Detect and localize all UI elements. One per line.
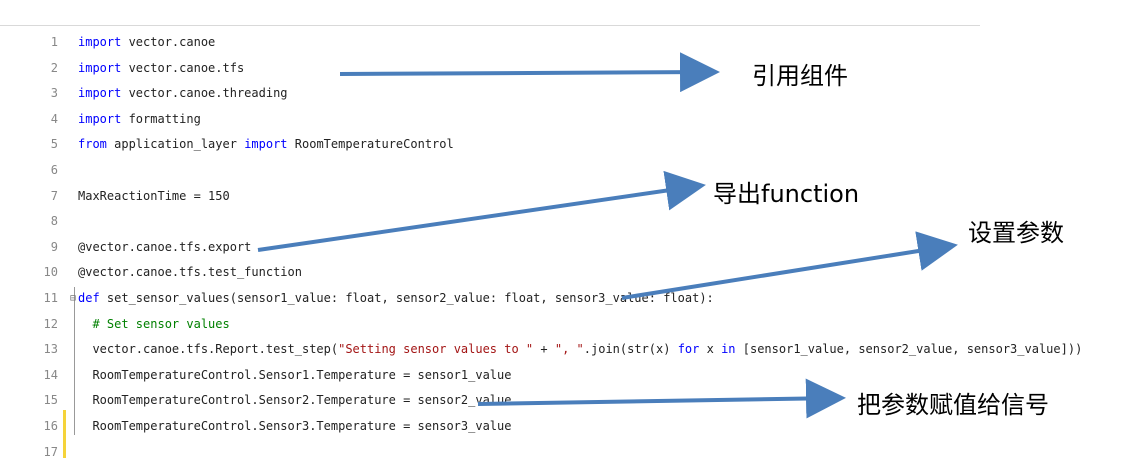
comment-token: # Set sensor values: [78, 316, 230, 331]
fold-toggle-icon[interactable]: ⊟: [70, 293, 77, 304]
line-number: 13: [43, 342, 58, 357]
code-token: vector.canoe.threading: [121, 86, 288, 101]
change-marker: [63, 410, 66, 458]
string-token: ", ": [554, 342, 584, 357]
line-number: 5: [50, 137, 58, 152]
code-line[interactable]: 14 RoomTemperatureControl.Sensor1.Temper…: [0, 363, 980, 388]
code-line[interactable]: 7 MaxReactionTime = 150: [0, 184, 980, 209]
code-token: set_sensor_values(sensor1_value: float, …: [99, 291, 714, 305]
code-line[interactable]: 10 @vector.canoe.tfs.test_function: [0, 260, 980, 285]
line-number: 10: [43, 265, 58, 280]
arrow-export: [257, 170, 706, 252]
code-line[interactable]: 1 import vector.canoe: [0, 30, 980, 55]
code-token: +: [533, 342, 555, 357]
line-code: RoomTemperatureControl.Sensor1.Temperatu…: [78, 363, 511, 388]
keyword-token: import: [78, 35, 122, 49]
line-number: 3: [50, 86, 58, 101]
keyword-token: import: [78, 60, 122, 75]
keyword-token: in: [721, 342, 736, 357]
line-number: 8: [50, 214, 58, 229]
annotation-assign: 把参数赋值给信号: [857, 391, 1049, 419]
line-number: 9: [50, 239, 58, 254]
code-token: vector.canoe.tfs.Report.test_step(: [78, 342, 339, 357]
line-code: vector.canoe.tfs.Report.test_step("Setti…: [78, 337, 1082, 362]
line-number: 2: [50, 60, 58, 75]
fold-guide-line: [74, 287, 75, 435]
code-line[interactable]: 5 from application_layer import RoomTempe…: [0, 132, 980, 157]
line-code: import vector.canoe.threading: [78, 81, 288, 106]
keyword-token: from: [78, 137, 107, 152]
code-token: MaxReactionTime = 150: [78, 188, 230, 203]
code-token: x: [699, 342, 722, 357]
line-number: 6: [50, 163, 58, 177]
code-token: formatting: [121, 111, 201, 126]
code-token: [sensor1_value, sensor2_value, sensor3_v…: [735, 342, 1083, 357]
string-token: "Setting sensor values to ": [338, 342, 534, 357]
line-code: def set_sensor_values(sensor1_value: flo…: [78, 286, 714, 311]
line-code: RoomTemperatureControl.Sensor3.Temperatu…: [78, 414, 511, 439]
code-line[interactable]: 8: [0, 209, 980, 234]
annotation-imports: 引用组件: [752, 62, 848, 90]
line-code: @vector.canoe.tfs.export: [78, 235, 251, 260]
line-code: import vector.canoe.tfs: [78, 56, 244, 81]
line-number: 11: [43, 291, 58, 305]
arrow-params: [621, 231, 958, 300]
code-token: @vector.canoe.tfs.test_function: [78, 265, 302, 280]
arrow-imports: [339, 52, 720, 93]
annotation-params: 设置参数: [968, 219, 1064, 247]
code-line[interactable]: 4 import formatting: [0, 107, 980, 132]
code-line[interactable]: 2 import vector.canoe.tfs: [0, 56, 980, 81]
code-token: application_layer: [106, 137, 245, 152]
line-code: from application_layer import RoomTemper…: [78, 132, 454, 157]
code-editor[interactable]: [0, 25, 980, 466]
keyword-token: def: [78, 291, 100, 305]
code-line[interactable]: 9 @vector.canoe.tfs.export: [0, 235, 980, 260]
line-number: 1: [50, 35, 58, 49]
code-line[interactable]: 11 ⊟def set_sensor_values(sensor1_value: …: [0, 286, 980, 311]
code-line[interactable]: 3 import vector.canoe.threading: [0, 81, 980, 106]
line-number: 16: [43, 419, 58, 433]
arrow-assign: [477, 378, 846, 419]
keyword-token: import: [78, 111, 122, 126]
line-code: import formatting: [78, 107, 201, 132]
line-number: 14: [43, 367, 58, 382]
keyword-token: import: [244, 137, 288, 152]
code-line[interactable]: 6: [0, 158, 980, 183]
code-token: vector.canoe: [121, 35, 216, 49]
line-number: 15: [43, 393, 58, 408]
keyword-token: import: [78, 86, 122, 101]
code-token: vector.canoe.tfs: [121, 60, 245, 75]
line-number: 12: [43, 316, 58, 331]
line-code: MaxReactionTime = 150: [78, 184, 230, 209]
code-line[interactable]: 12 # Set sensor values: [0, 312, 980, 337]
code-line[interactable]: 17: [0, 440, 980, 465]
code-token: @vector.canoe.tfs.export: [78, 239, 252, 254]
line-number: 17: [43, 444, 58, 459]
line-number: 4: [50, 111, 58, 126]
line-code: @vector.canoe.tfs.test_function: [78, 260, 302, 285]
code-line[interactable]: 16 RoomTemperatureControl.Sensor3.Temper…: [0, 414, 980, 439]
code-token: .join(str(x): [583, 342, 678, 357]
code-token: RoomTemperatureControl.Sensor1.Temperatu…: [78, 367, 512, 382]
line-code: import vector.canoe: [78, 30, 215, 55]
line-code: # Set sensor values: [78, 312, 230, 337]
code-token: RoomTemperatureControl: [287, 137, 454, 152]
code-token: RoomTemperatureControl.Sensor3.Temperatu…: [78, 419, 512, 433]
annotation-export: 导出function: [713, 180, 860, 208]
keyword-token: for: [677, 342, 700, 357]
line-number: 7: [50, 188, 58, 203]
code-line[interactable]: 13 vector.canoe.tfs.Report.test_step("Se…: [0, 337, 1083, 362]
